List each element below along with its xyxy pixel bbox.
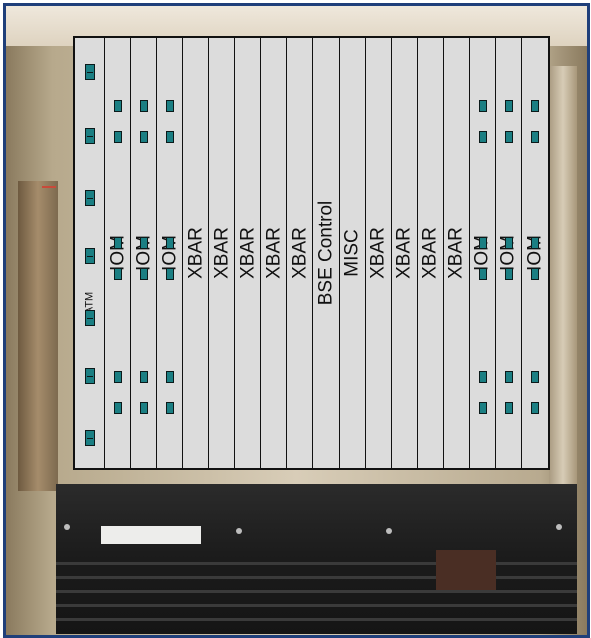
port-connector xyxy=(140,268,148,280)
left-rack-rail xyxy=(18,181,58,491)
port-connector xyxy=(85,310,95,326)
vent-stripe xyxy=(56,562,577,565)
port-connector xyxy=(505,402,513,414)
vent-stripe xyxy=(56,576,577,579)
port-connector xyxy=(531,100,539,112)
slot-xbar-8: XBAR xyxy=(261,38,287,468)
port-connector xyxy=(166,402,174,414)
port-connector xyxy=(85,128,95,144)
port-connector xyxy=(140,100,148,112)
vent-stripe xyxy=(56,590,577,593)
port-connector xyxy=(505,371,513,383)
port-connector xyxy=(166,268,174,280)
screw xyxy=(236,528,242,534)
slot-xbar-12: XBAR xyxy=(366,38,392,468)
right-rack-rail xyxy=(549,66,577,496)
port-connector xyxy=(505,268,513,280)
slot-xbar-15: XBAR xyxy=(444,38,470,468)
port-connector xyxy=(166,237,174,249)
port-connector xyxy=(479,268,487,280)
port-connector xyxy=(85,368,95,384)
port-connector xyxy=(505,131,513,143)
port-connector xyxy=(114,100,122,112)
port-connector xyxy=(479,100,487,112)
port-connector xyxy=(114,371,122,383)
slot-iom-18: IOM xyxy=(522,38,548,468)
port-connector xyxy=(166,100,174,112)
screw xyxy=(386,528,392,534)
port-connector xyxy=(479,371,487,383)
port-connector xyxy=(479,131,487,143)
slot-iom-2: IOM xyxy=(105,38,131,468)
port-connector xyxy=(85,430,95,446)
slot-label: XBAR xyxy=(395,227,414,279)
port-connector xyxy=(140,371,148,383)
port-connector xyxy=(531,268,539,280)
slot-label: XBAR xyxy=(290,227,309,279)
slot-label: XBAR xyxy=(369,227,388,279)
slot-atm-1: ATM xyxy=(75,38,105,468)
port-connector xyxy=(114,131,122,143)
slot-xbar-9: XBAR xyxy=(287,38,313,468)
screw xyxy=(64,524,70,530)
slot-iom-3: IOM xyxy=(131,38,157,468)
slot-label: XBAR xyxy=(421,227,440,279)
slot-iom-17: IOM xyxy=(496,38,522,468)
slot-control-10: BSE Control xyxy=(313,38,339,468)
port-connector xyxy=(531,402,539,414)
port-connector xyxy=(114,237,122,249)
rail-marker xyxy=(42,186,56,188)
slot-label: XBAR xyxy=(447,227,466,279)
port-connector xyxy=(479,402,487,414)
screw xyxy=(556,524,562,530)
slot-xbar-6: XBAR xyxy=(209,38,235,468)
port-connector xyxy=(479,237,487,249)
slot-iom-4: IOM xyxy=(157,38,183,468)
slot-xbar-5: XBAR xyxy=(183,38,209,468)
lower-chassis-vent xyxy=(56,484,577,634)
vent-stripe xyxy=(56,618,577,621)
port-connector xyxy=(85,248,95,264)
slot-xbar-14: XBAR xyxy=(418,38,444,468)
slot-label: BSE Control xyxy=(316,201,335,306)
port-connector xyxy=(531,131,539,143)
port-connector xyxy=(531,237,539,249)
port-connector xyxy=(114,268,122,280)
port-connector xyxy=(85,190,95,206)
slot-label: XBAR xyxy=(212,227,231,279)
port-connector xyxy=(85,64,95,80)
port-connector xyxy=(166,371,174,383)
port-connector xyxy=(505,100,513,112)
port-connector xyxy=(140,237,148,249)
port-connector xyxy=(114,402,122,414)
slot-label: XBAR xyxy=(238,227,257,279)
port-connector xyxy=(505,237,513,249)
slot-label: XBAR xyxy=(186,227,205,279)
chassis-label-plate xyxy=(101,526,201,544)
slot-label: XBAR xyxy=(264,227,283,279)
slot-xbar-7: XBAR xyxy=(235,38,261,468)
port-connector xyxy=(166,131,174,143)
chassis-panel xyxy=(436,550,496,590)
port-connector xyxy=(531,371,539,383)
vent-stripe xyxy=(56,604,577,607)
slot-xbar-13: XBAR xyxy=(392,38,418,468)
port-connector xyxy=(140,131,148,143)
port-connector xyxy=(140,402,148,414)
slot-iom-16: IOM xyxy=(470,38,496,468)
slot-misc-11: MISC xyxy=(340,38,366,468)
slot-label: MISC xyxy=(343,229,362,277)
